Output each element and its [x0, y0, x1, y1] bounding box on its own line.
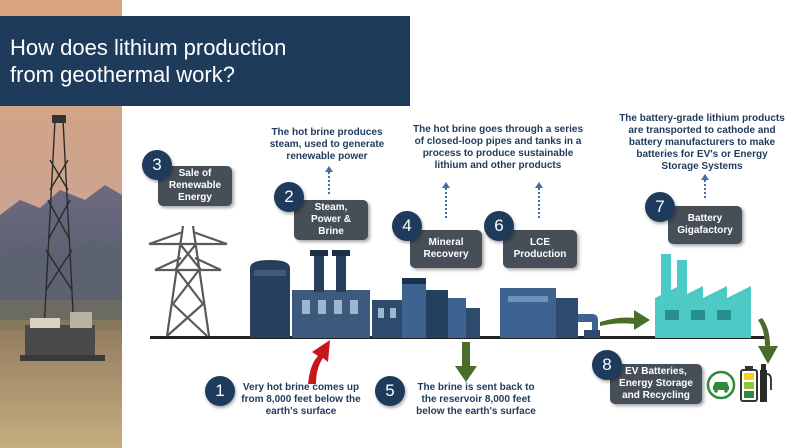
step-number-2: 2 — [274, 182, 304, 212]
mineral-recovery-plant-icon — [372, 278, 480, 338]
battery-icon — [740, 366, 758, 402]
title-line-1: How does lithium production — [10, 35, 287, 60]
ev-car-icon — [706, 370, 736, 400]
step-number-8: 8 — [592, 350, 622, 380]
ev-charger-icon — [760, 364, 772, 402]
gigafactory-icon — [655, 254, 751, 338]
title-banner: How does lithium production from geother… — [0, 16, 410, 106]
green-arrow-down — [455, 342, 477, 382]
dotted-arrow-step4 — [442, 182, 450, 218]
lce-plant-icon — [500, 288, 600, 338]
title-line-2: from geothermal work? — [10, 62, 235, 87]
green-arrow-right — [600, 310, 650, 330]
step-number-5: 5 — [375, 376, 405, 406]
power-tower-icon — [148, 225, 228, 337]
red-arrow-up — [308, 340, 330, 384]
step-number-4: 4 — [392, 211, 422, 241]
step-number-7: 7 — [645, 192, 675, 222]
label-step-2: Steam,Power &Brine — [294, 200, 368, 240]
step-number-1: 1 — [205, 376, 235, 406]
step-number-6: 6 — [484, 211, 514, 241]
dotted-arrow-step7 — [701, 174, 709, 198]
dotted-arrow-step6 — [535, 182, 543, 218]
dotted-arrow-step2 — [325, 166, 333, 194]
green-arrow-down-right — [758, 318, 778, 364]
geothermal-plant-icon — [250, 250, 370, 338]
step-number-3: 3 — [142, 150, 172, 180]
